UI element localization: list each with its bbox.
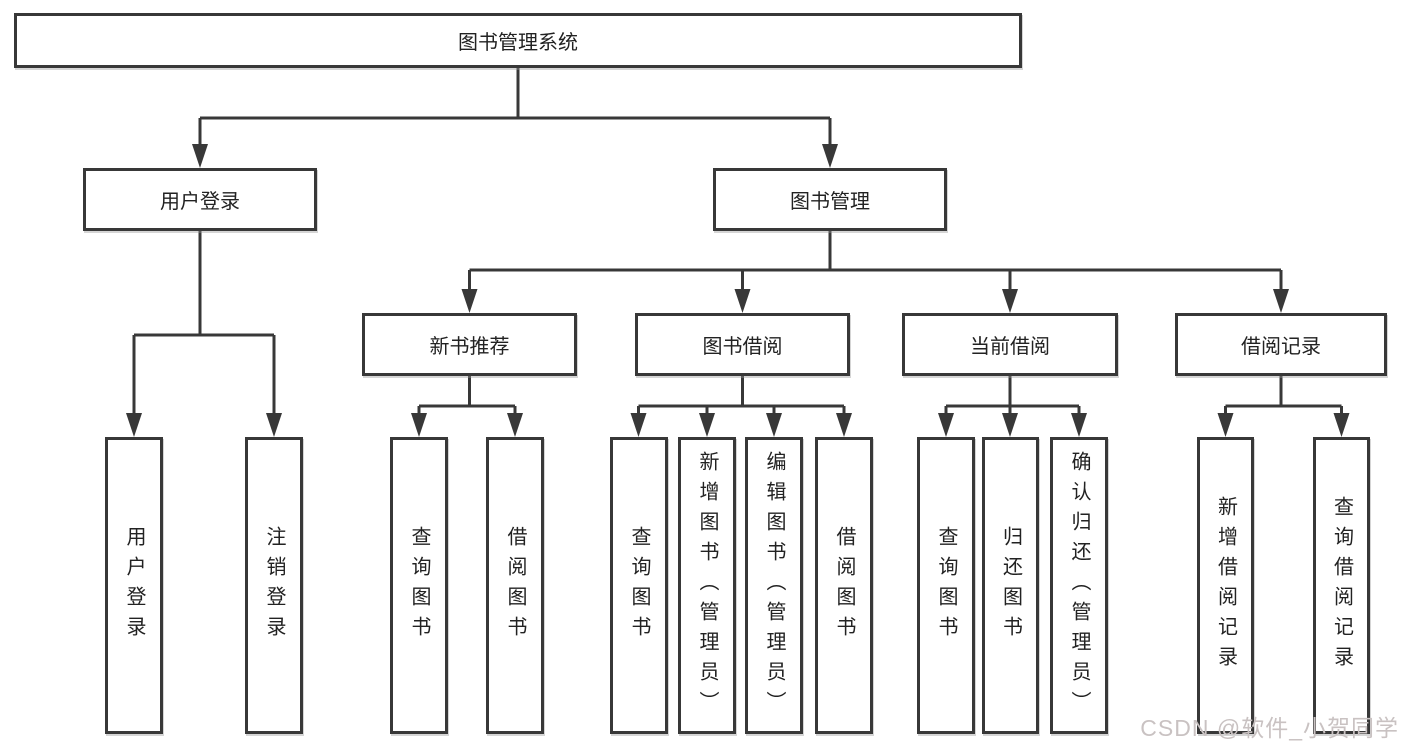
leaf-label: 新增借阅记录 (1214, 495, 1237, 676)
connector-root-children (192, 67, 838, 168)
leaf-label: 用户登录 (123, 525, 145, 646)
node-borrow-records: 借阅记录 (1175, 313, 1387, 376)
node-bb-add-books-admin: 新增图书（管理员） (678, 437, 736, 734)
node-book-borrow: 图书借阅 (635, 313, 850, 376)
connector-book-management-children (461, 230, 1289, 313)
node-br-query-record: 查询借阅记录 (1313, 437, 1370, 734)
leaf-label: 确认归还（管理员） (1068, 450, 1090, 721)
node-cb-query-books: 查询图书 (917, 437, 975, 734)
leaf-label: 编辑图书（管理员） (763, 450, 785, 721)
node-book-management: 图书管理 (713, 168, 947, 231)
leaf-label: 查询借阅记录 (1330, 495, 1353, 676)
connector-new-book-recommend-children (411, 375, 523, 437)
node-user-login: 用户登录 (83, 168, 317, 231)
leaf-label: 查询图书 (408, 525, 430, 646)
leaf-label: 查询图书 (935, 525, 957, 646)
watermark: CSDN @软件_小贺同学 (1140, 715, 1399, 741)
leaf-label: 归还图书 (999, 525, 1022, 646)
node-bb-edit-books-admin: 编辑图书（管理员） (745, 437, 803, 734)
node-bb-query-books: 查询图书 (610, 437, 668, 734)
connector-book-borrow-children (630, 375, 852, 437)
leaf-label: 借阅图书 (833, 525, 855, 646)
node-leaf-user-login: 用户登录 (105, 437, 163, 734)
node-nbr-query-books: 查询图书 (390, 437, 448, 734)
node-current-borrow: 当前借阅 (902, 313, 1118, 376)
node-bb-borrow-books: 借阅图书 (815, 437, 873, 734)
node-root: 图书管理系统 (14, 13, 1022, 68)
node-cb-confirm-return-admin: 确认归还（管理员） (1050, 437, 1108, 734)
leaf-label: 借阅图书 (504, 525, 526, 646)
leaf-label: 查询图书 (628, 525, 650, 646)
node-br-add-record: 新增借阅记录 (1197, 437, 1254, 734)
connector-user-login-children (126, 230, 282, 437)
connector-current-borrow-children (938, 375, 1087, 437)
node-nbr-borrow-books: 借阅图书 (486, 437, 544, 734)
leaf-label: 注销登录 (263, 525, 285, 646)
node-leaf-logout: 注销登录 (245, 437, 303, 734)
node-new-book-recommend: 新书推荐 (362, 313, 577, 376)
connector-borrow-records-children (1217, 375, 1350, 437)
leaf-label: 新增图书（管理员） (696, 450, 718, 721)
node-cb-return-books: 归还图书 (982, 437, 1039, 734)
